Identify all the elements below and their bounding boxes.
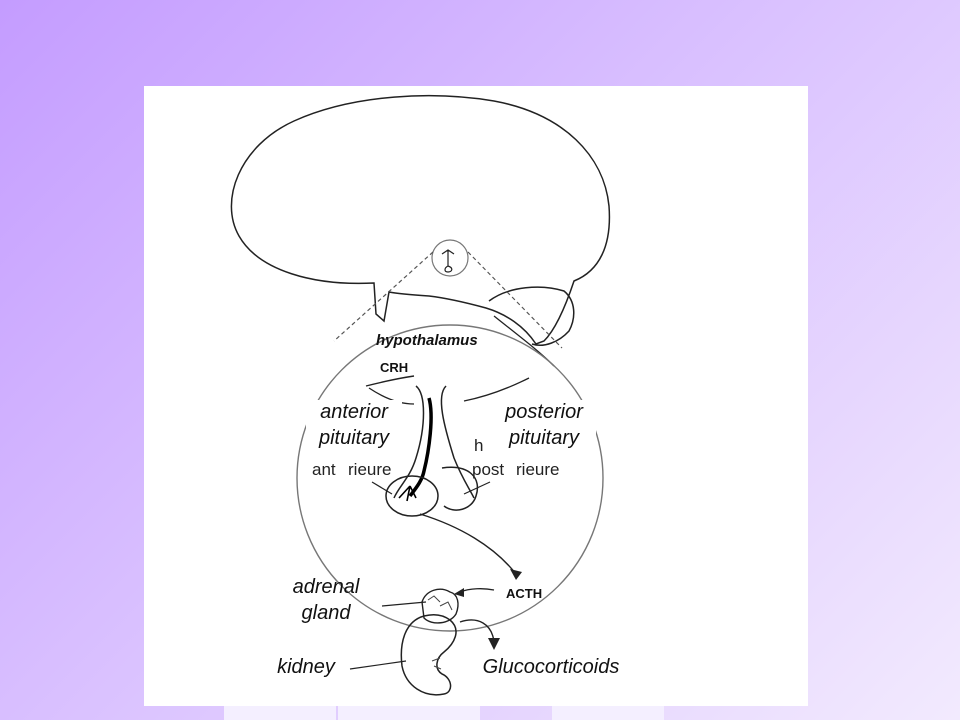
crh-arc: [365, 375, 415, 387]
pointer-anterior: [371, 481, 393, 495]
zoom-circle: [296, 324, 604, 632]
glucocorticoid-arrowhead: [488, 638, 500, 650]
pituitary-stalk-right: [440, 385, 475, 499]
diagram-panel: hypothalamus CRH ant rieure h post rieur…: [144, 86, 808, 706]
cerebellum-outline: [488, 286, 575, 346]
pituitary-stalk-left: [393, 385, 425, 499]
fiber-right: [463, 377, 530, 402]
pointer-posterior: [463, 481, 491, 495]
fragment-rieure-left: rieure: [348, 460, 392, 479]
anterior-pituitary-line-2: pituitary: [318, 427, 390, 449]
projection-line-right: [467, 251, 563, 349]
label-backing-posterior: [492, 400, 596, 452]
anterior-pituitary-line-1: anterior: [320, 401, 388, 423]
anterior-pituitary-label: anterior pituitary: [304, 399, 404, 451]
anterior-lobe: [385, 475, 439, 517]
label-backing-anterior: [306, 400, 402, 452]
adrenal-gland-shape: [421, 588, 459, 624]
hpa-axis-diagram: [230, 94, 611, 696]
magnify-circle: [431, 239, 469, 277]
adrenal-gland-line-1: adrenal: [292, 576, 360, 598]
posterior-lobe: [441, 466, 479, 511]
acth-arrow: [419, 513, 517, 575]
brain-outline: [230, 94, 611, 345]
fragment-ant: ant: [312, 460, 336, 479]
posterior-pituitary-label: posterior pituitary: [490, 399, 598, 451]
fiber-left: [368, 387, 415, 405]
adrenal-arrowhead: [454, 588, 464, 597]
adrenal-gland-label: adrenal gland: [274, 574, 378, 626]
pointer-kidney: [349, 660, 407, 670]
acth-label: ACTH: [506, 586, 543, 601]
adrenal-gland-line-2: gland: [301, 602, 351, 624]
neuron-branches: [398, 485, 417, 502]
kidney-shape: [400, 614, 457, 696]
acth-arrowhead: [510, 569, 522, 580]
kidney-hilum: [431, 657, 442, 670]
posterior-pituitary-line-2: pituitary: [508, 427, 580, 449]
adrenal-texture: [427, 595, 453, 611]
pituitary-miniature: [441, 249, 455, 273]
bottom-strip-1: [224, 706, 336, 720]
kidney-label: kidney: [277, 656, 335, 678]
fragment-rieure-right: rieure: [516, 460, 560, 479]
glucocorticoid-arrow: [459, 619, 495, 643]
adrenal-arrow: [459, 588, 495, 593]
fragment-post: post: [472, 460, 505, 479]
posterior-pituitary-line-1: posterior: [505, 401, 583, 423]
projection-line-left: [333, 251, 434, 342]
glucocorticoids-label: Glucocorticoids: [482, 656, 620, 678]
bottom-strip-2: [338, 706, 480, 720]
fragment-h: h: [474, 436, 484, 455]
neuron-axon: [408, 397, 433, 498]
hypothalamus-label: hypothalamus: [376, 332, 478, 349]
crh-label: CRH: [380, 360, 409, 375]
bottom-strip-3: [552, 706, 664, 720]
pointer-adrenal: [381, 601, 427, 607]
